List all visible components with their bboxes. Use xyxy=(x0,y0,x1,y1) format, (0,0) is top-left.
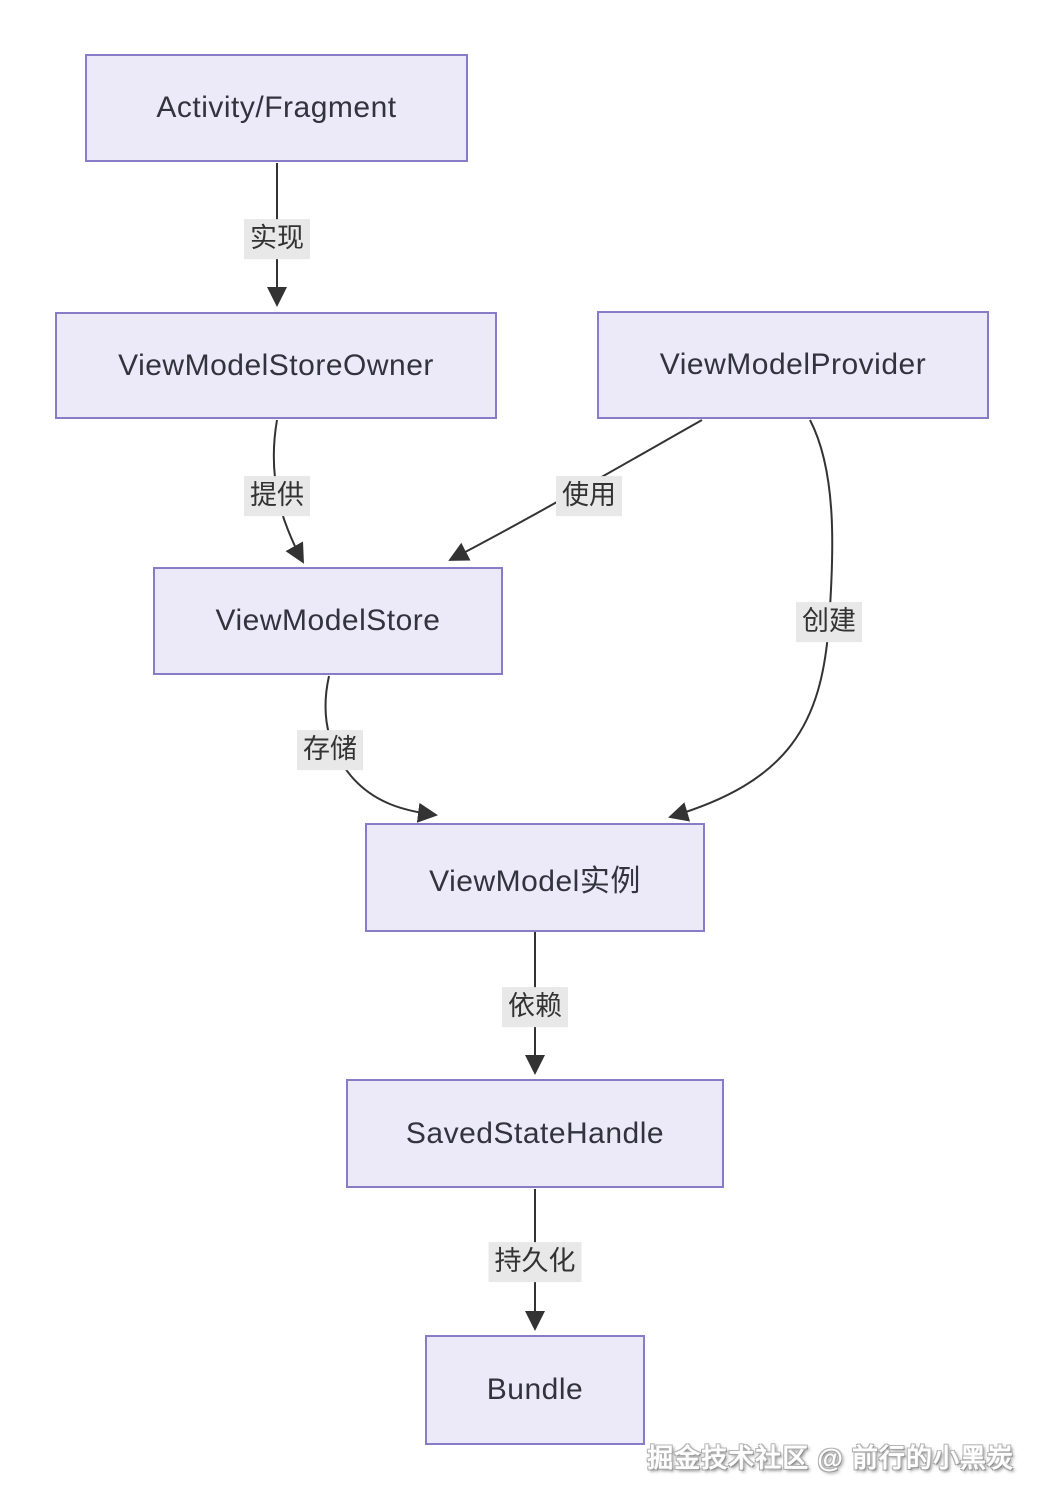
watermark: 掘金技术社区 @ 前行的小黑炭 xyxy=(647,1443,1014,1473)
node-viewmodelstoreowner-label: ViewModelStoreOwner xyxy=(118,348,434,382)
edge-label-implement: 实现 xyxy=(244,219,310,259)
node-bundle: Bundle xyxy=(425,1335,645,1445)
edge-label-store: 存储 xyxy=(297,730,363,770)
node-viewmodelstore-label: ViewModelStore xyxy=(215,604,441,637)
edge-label-persist: 持久化 xyxy=(488,1242,582,1282)
node-activity-fragment-label: Activity/Fragment xyxy=(156,91,397,124)
edge-label-create: 创建 xyxy=(796,602,862,642)
node-viewmodel-instance: ViewModel实例 xyxy=(365,823,705,932)
edge-label-depend: 依赖 xyxy=(502,987,568,1027)
node-viewmodel-instance-label: ViewModel实例 xyxy=(429,864,641,898)
node-activity-fragment: Activity/Fragment xyxy=(85,54,468,162)
node-viewmodelprovider-label: ViewModelProvider xyxy=(659,348,927,381)
node-savedstatehandle-label: SavedStateHandle xyxy=(405,1116,665,1150)
node-viewmodelstoreowner: ViewModelStoreOwner xyxy=(55,312,497,419)
edge-label-provide: 提供 xyxy=(244,476,310,516)
node-viewmodelprovider: ViewModelProvider xyxy=(597,311,989,419)
edge-label-use: 使用 xyxy=(556,476,622,516)
node-savedstatehandle: SavedStateHandle xyxy=(346,1079,724,1188)
node-bundle-label: Bundle xyxy=(486,1373,584,1406)
node-viewmodelstore: ViewModelStore xyxy=(153,567,503,675)
